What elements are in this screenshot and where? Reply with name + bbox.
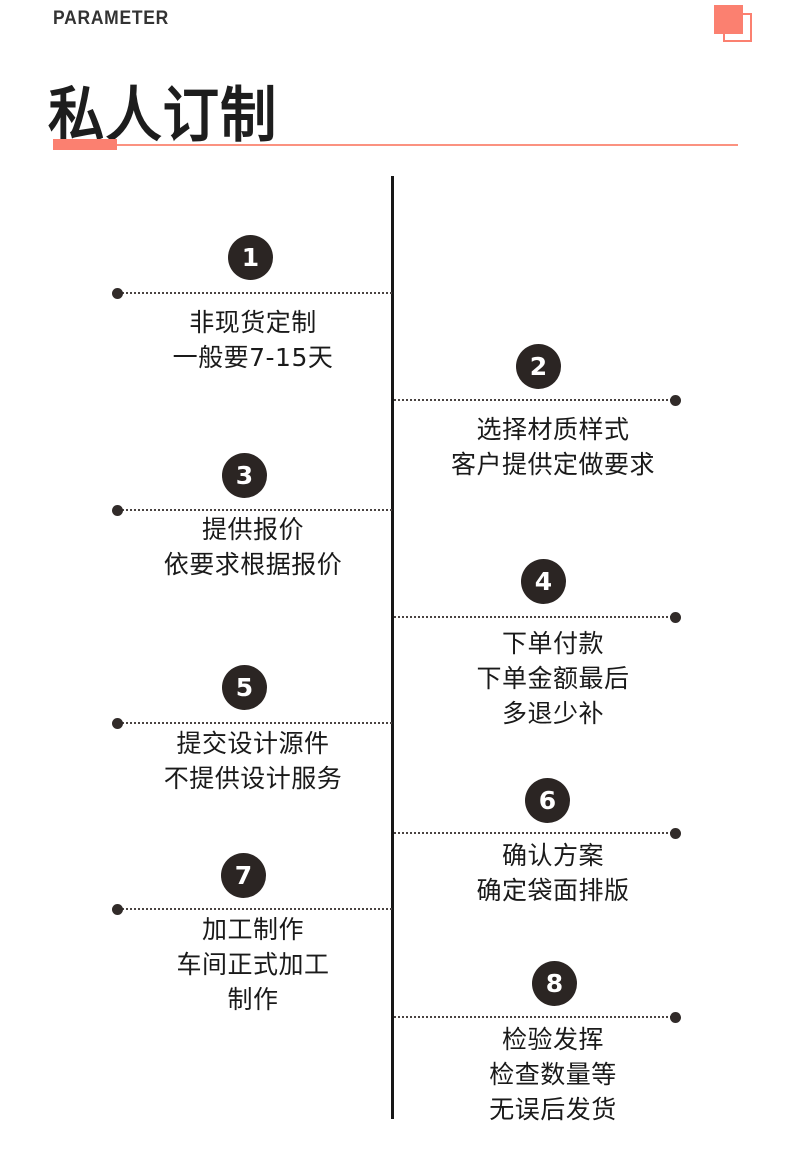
square-solid-icon xyxy=(714,5,743,34)
step-enddot-8 xyxy=(670,1012,681,1023)
step-connector-8 xyxy=(394,1016,672,1020)
step-caption-7: 加工制作 车间正式加工 制作 xyxy=(176,915,330,1014)
step-connector-6 xyxy=(394,832,672,836)
title-underline xyxy=(53,144,738,146)
step-enddot-5 xyxy=(112,718,123,729)
step-caption-2: 选择材质样式 客户提供定做要求 xyxy=(450,415,655,479)
step-badge-1: 1 xyxy=(228,235,273,280)
step-caption-1: 非现货定制 一般要7-15天 xyxy=(172,308,334,372)
step-enddot-1 xyxy=(112,288,123,299)
step-connector-3 xyxy=(122,509,392,513)
timeline-spine xyxy=(391,176,394,1119)
step-badge-2: 2 xyxy=(516,344,561,389)
step-connector-4 xyxy=(394,616,672,620)
squares-decoration-icon xyxy=(712,4,758,46)
title-underline-accent xyxy=(53,139,117,150)
step-badge-6: 6 xyxy=(525,778,570,823)
step-connector-7 xyxy=(122,908,392,912)
step-badge-7: 7 xyxy=(221,853,266,898)
step-caption-8: 检验发挥 检查数量等 无误后发货 xyxy=(489,1025,617,1124)
step-badge-5: 5 xyxy=(222,665,267,710)
step-connector-1 xyxy=(122,292,392,296)
step-caption-3: 提供报价 依要求根据报价 xyxy=(163,515,343,579)
page-title: 私人订制 xyxy=(48,81,278,152)
step-badge-3: 3 xyxy=(222,453,267,498)
step-caption-5: 提交设计源件 不提供设计服务 xyxy=(163,729,343,793)
step-enddot-3 xyxy=(112,505,123,516)
step-badge-4: 4 xyxy=(521,559,566,604)
step-enddot-6 xyxy=(670,828,681,839)
step-caption-4: 下单付款 下单金额最后 多退少补 xyxy=(476,629,630,728)
step-connector-2 xyxy=(394,399,672,403)
step-connector-5 xyxy=(122,722,392,726)
step-badge-8: 8 xyxy=(532,961,577,1006)
step-enddot-7 xyxy=(112,904,123,915)
step-caption-6: 确认方案 确定袋面排版 xyxy=(476,841,630,905)
page-eyebrow: PARAMETER xyxy=(53,8,170,29)
step-enddot-4 xyxy=(670,612,681,623)
step-enddot-2 xyxy=(670,395,681,406)
